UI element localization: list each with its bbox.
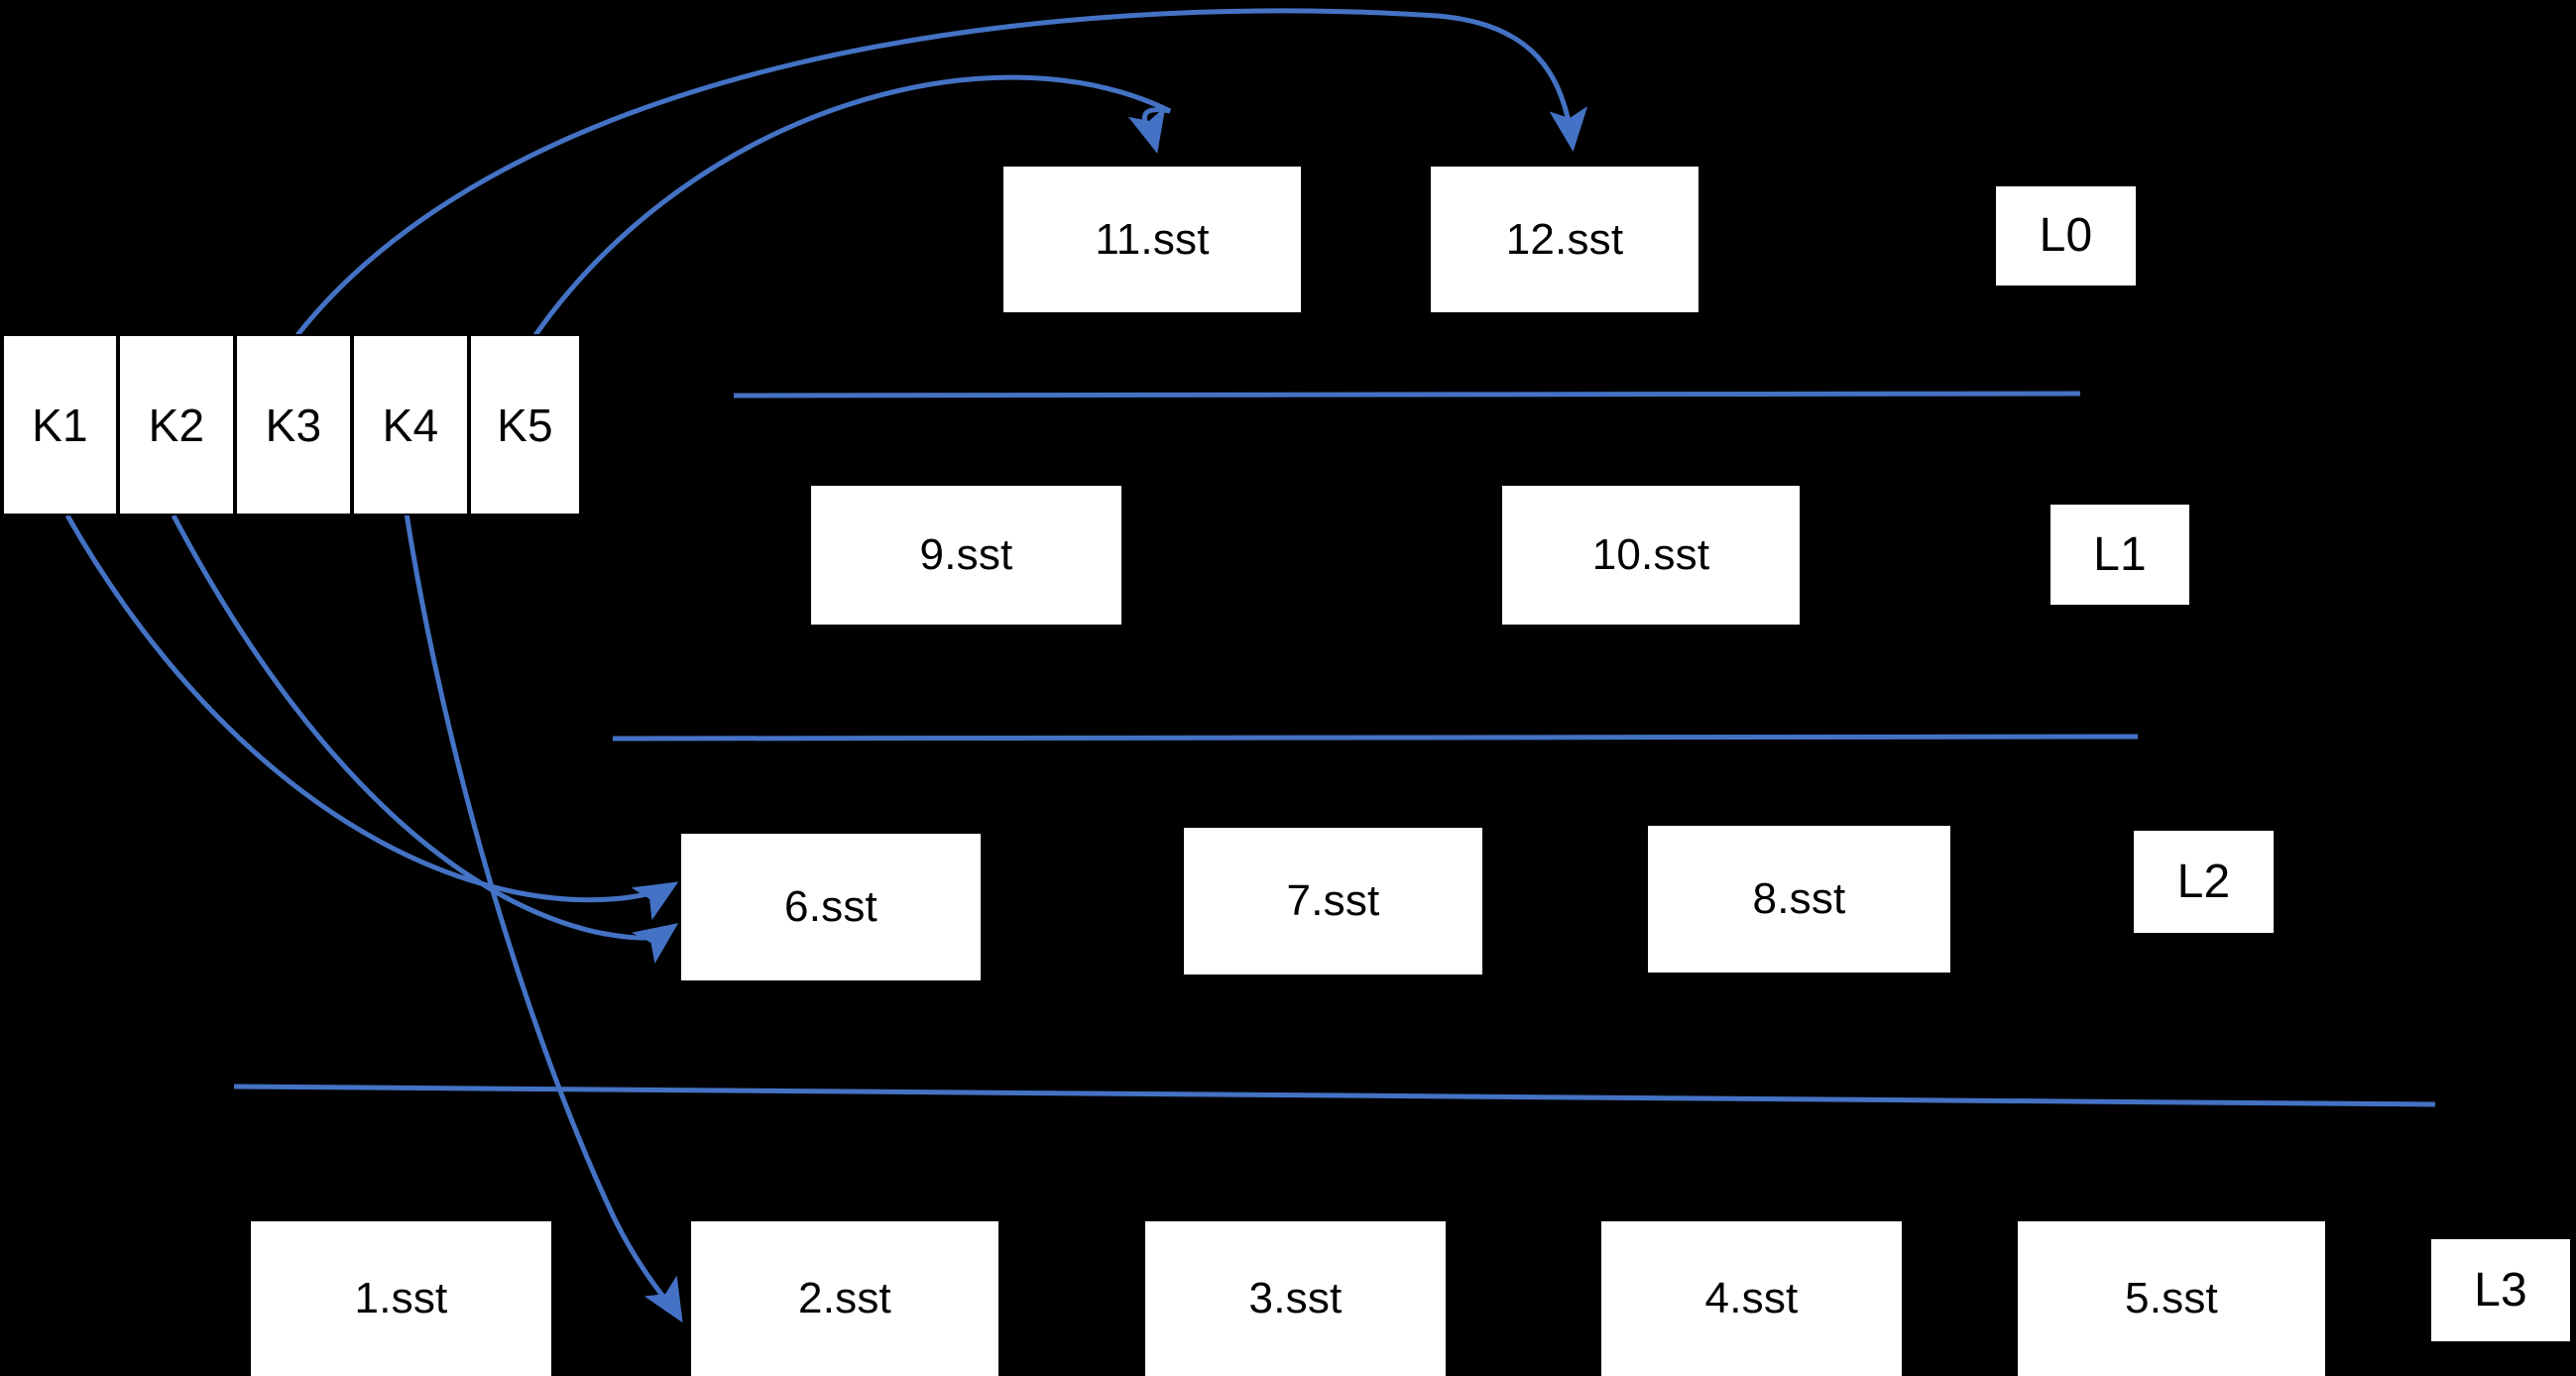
level-label-l2: L2	[2134, 831, 2274, 933]
key-cell-k4[interactable]: K4	[352, 334, 469, 516]
key-cell-k5[interactable]: K5	[469, 334, 581, 516]
key-cell-label: K1	[32, 399, 88, 451]
arrow-k4-to-2sst	[404, 513, 683, 1323]
sst-file-label: 11.sst	[1095, 214, 1210, 264]
arrow-k2-to-6sst	[171, 514, 679, 964]
level-label-l3: L3	[2431, 1239, 2570, 1341]
sst-file-12[interactable]: 12.sst	[1431, 167, 1698, 312]
sst-file-2[interactable]: 2.sst	[691, 1221, 998, 1376]
arrow-k1-to-6sst	[64, 514, 679, 921]
key-cell-label: K2	[148, 399, 205, 451]
level-label-text: L0	[2039, 209, 2093, 262]
sst-file-label: 8.sst	[1752, 874, 1846, 923]
sst-file-8[interactable]: 8.sst	[1648, 826, 1950, 973]
key-cell-k2[interactable]: K2	[118, 334, 235, 516]
sst-file-9[interactable]: 9.sst	[811, 486, 1121, 625]
level-label-l0: L0	[1996, 186, 2136, 286]
key-cell-label: K3	[265, 399, 322, 451]
sst-file-1[interactable]: 1.sst	[251, 1221, 551, 1376]
level-label-text: L3	[2474, 1263, 2527, 1317]
key-cell-k3[interactable]: K3	[235, 334, 352, 516]
key-cell-label: K5	[497, 399, 553, 451]
key-cell-label: K4	[382, 399, 439, 451]
divider-l1-l2	[612, 734, 2139, 742]
sst-file-label: 5.sst	[2125, 1274, 2218, 1322]
sst-file-3[interactable]: 3.sst	[1145, 1221, 1446, 1376]
sst-file-7[interactable]: 7.sst	[1184, 828, 1482, 975]
sst-file-label: 4.sst	[1704, 1274, 1799, 1322]
level-label-l1: L1	[2050, 505, 2189, 605]
sst-file-label: 12.sst	[1505, 214, 1624, 264]
sst-file-label: 9.sst	[919, 530, 1013, 579]
sst-file-label: 6.sst	[784, 882, 878, 931]
sst-file-label: 7.sst	[1286, 876, 1380, 925]
sst-file-label: 3.sst	[1248, 1274, 1343, 1322]
sst-file-5[interactable]: 5.sst	[2018, 1221, 2325, 1376]
arrow-k3-to-12sst	[295, 8, 1588, 337]
level-label-text: L1	[2093, 527, 2147, 581]
sst-file-label: 1.sst	[354, 1274, 448, 1322]
sst-file-6[interactable]: 6.sst	[681, 834, 981, 980]
key-cell-k1[interactable]: K1	[2, 334, 118, 516]
sst-file-11[interactable]: 11.sst	[1003, 167, 1301, 312]
sst-file-10[interactable]: 10.sst	[1502, 486, 1800, 625]
sst-file-label: 10.sst	[1591, 530, 1710, 579]
divider-l0-l1	[733, 391, 2081, 399]
sst-file-4[interactable]: 4.sst	[1601, 1221, 1902, 1376]
divider-l2-l3	[233, 1084, 2436, 1107]
sst-file-label: 2.sst	[798, 1274, 891, 1322]
level-label-text: L2	[2176, 855, 2231, 908]
